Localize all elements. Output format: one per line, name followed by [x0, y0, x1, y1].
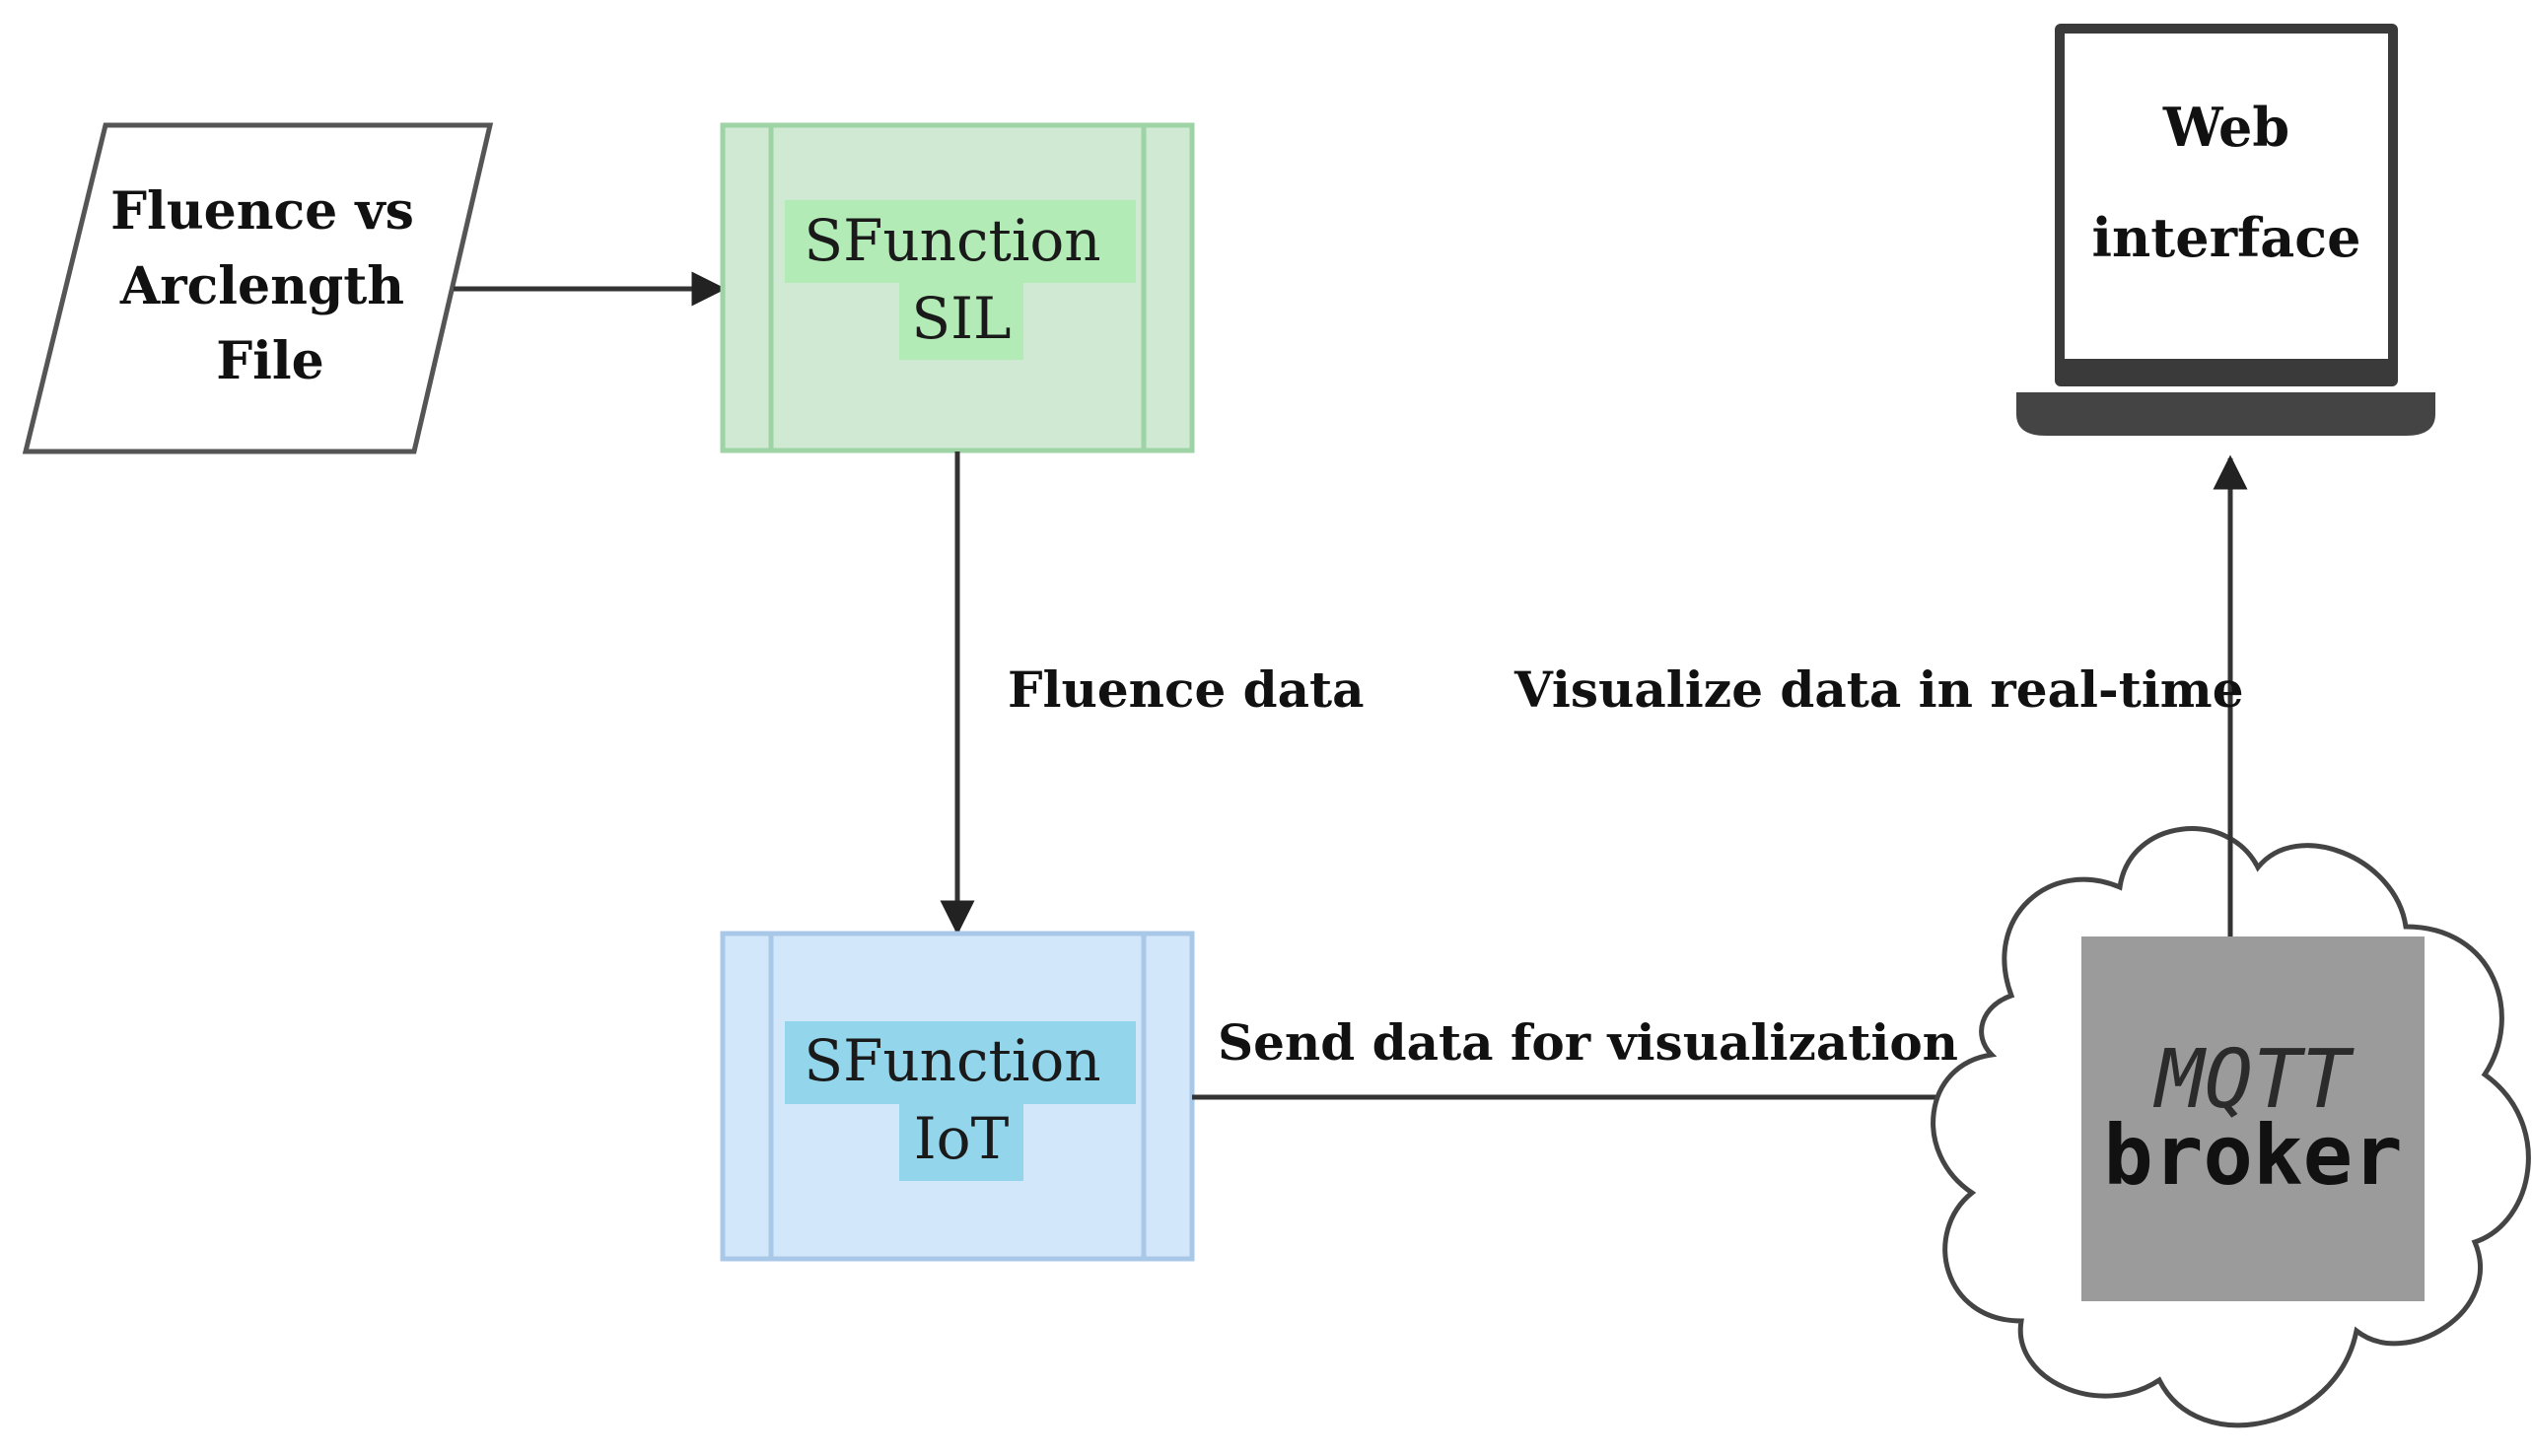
mqtt-broker-box — [2081, 936, 2425, 1301]
sfunction-sil-node: SFunction SIL — [720, 122, 1195, 453]
sfunction-iot-node: SFunction IoT — [720, 931, 1195, 1262]
web-interface-node: Web interface — [2016, 24, 2435, 436]
sfunction-iot-label-line1: SFunction — [804, 1027, 1100, 1094]
laptop-screen — [2065, 34, 2388, 359]
sfunction-sil-label-line2: SIL — [911, 285, 1011, 352]
sfunction-iot-label-line2: IoT — [914, 1105, 1010, 1172]
input-file-label-line2: Arclength — [119, 256, 404, 316]
mqtt-label: MQTT — [2152, 1033, 2355, 1127]
input-file-node: Fluence vs Arclength File — [22, 122, 494, 454]
edge-label-send-data: Send data for visualization — [1218, 1013, 1958, 1072]
mqtt-broker-node: MQTT broker — [1931, 826, 2531, 1428]
sfunction-sil-label-bg-1 — [785, 200, 1136, 283]
sfunction-sil-label-bg-2 — [899, 283, 1023, 360]
sfunction-sil-label-line1: SFunction — [804, 207, 1100, 274]
sfunction-iot-label-bg-1 — [785, 1021, 1136, 1104]
input-file-label-line3: File — [216, 331, 324, 391]
broker-label: broker — [2103, 1107, 2402, 1204]
sfunction-iot-label-bg-2 — [899, 1104, 1023, 1181]
laptop-base — [2016, 392, 2435, 436]
input-file-label-line1: Fluence vs — [110, 181, 414, 242]
web-interface-label-line2: interface — [2092, 206, 2361, 269]
edge-label-fluence-data: Fluence data — [1008, 660, 1365, 719]
edge-label-visualize: Visualize data in real-time — [1513, 660, 2244, 719]
web-interface-label-line1: Web — [2162, 96, 2289, 159]
input-file-shape — [22, 122, 494, 454]
